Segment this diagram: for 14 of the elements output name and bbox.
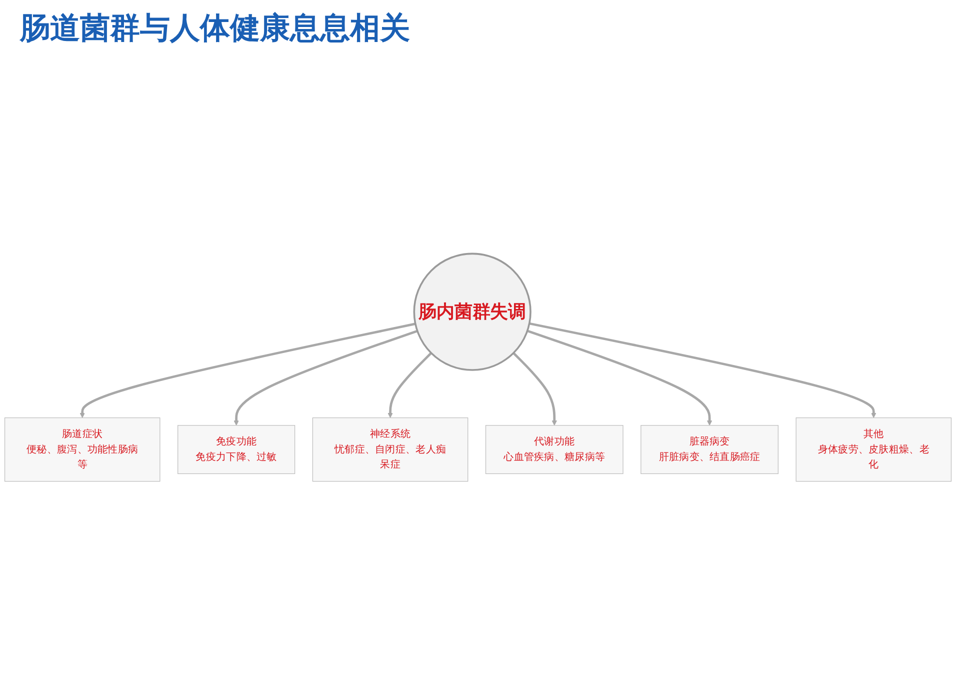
arrow bbox=[526, 330, 712, 426]
arrow bbox=[529, 322, 876, 418]
node-box: 神经系统 忧郁症、自闭症、老人痴呆症 bbox=[312, 417, 468, 482]
title: 肠道菌群与人体健康息息相关 bbox=[20, 10, 410, 48]
node-box: 免疫功能 免疫力下降、过敏 bbox=[178, 425, 296, 474]
arrow bbox=[512, 352, 557, 426]
arrow bbox=[80, 322, 416, 418]
node-box: 代谢功能 心血管疾病、糖尿病等 bbox=[485, 425, 624, 474]
arrow bbox=[388, 352, 432, 418]
node-box: 脏器病变 肝脏病变、结直肠癌症 bbox=[640, 425, 778, 474]
node-circle: 肠内菌群失调 bbox=[413, 252, 532, 371]
node-box: 其他 身体疲劳、皮肤粗燥、老化 bbox=[796, 417, 952, 482]
arrow bbox=[234, 330, 418, 426]
node-box: 肠道症状 便秘、腹泻、功能性肠病等 bbox=[4, 417, 160, 482]
